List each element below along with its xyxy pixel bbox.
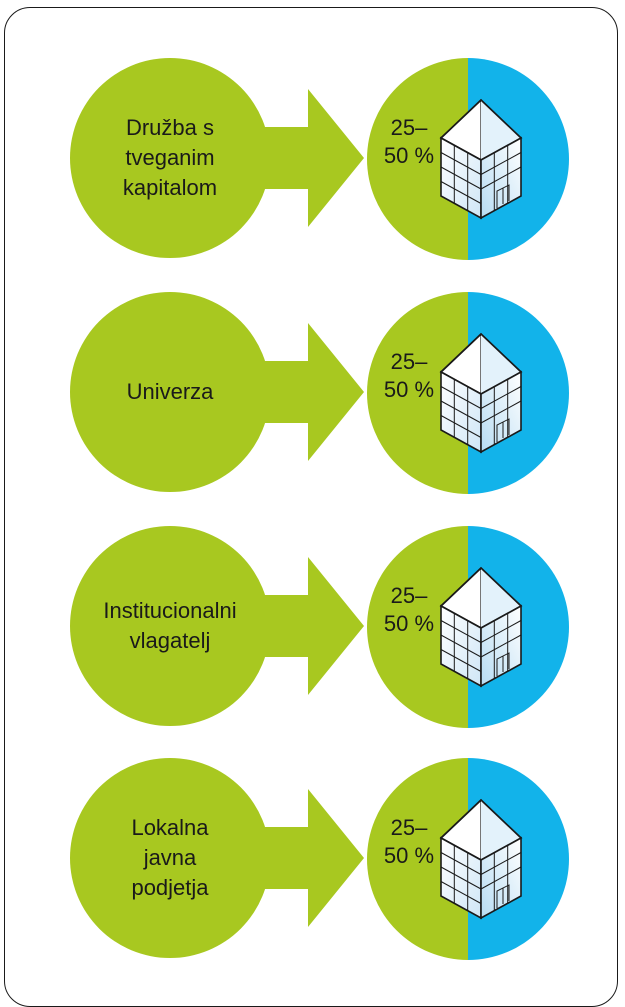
ownership-row: Družba s tveganim kapitalom 25– 50 % bbox=[0, 58, 625, 260]
entity-circle: Družba s tveganim kapitalom bbox=[70, 58, 270, 258]
entity-label: Institucionalni vlagatelj bbox=[103, 598, 237, 653]
entity-circle: Univerza bbox=[70, 292, 270, 492]
share-percentage: 25– 50 % bbox=[383, 583, 435, 636]
entity-circle: Lokalna javna podjetja bbox=[70, 758, 270, 958]
entity-label: Lokalna javna podjetja bbox=[131, 815, 209, 900]
ownership-row: Institucionalni vlagatelj 25– 50 % bbox=[0, 526, 625, 728]
ownership-row: Lokalna javna podjetja 25– 50 % bbox=[0, 758, 625, 960]
right-arrow-icon bbox=[240, 89, 364, 227]
building-icon bbox=[439, 798, 523, 920]
entity-label: Univerza bbox=[126, 379, 214, 404]
entity-circle: Institucionalni vlagatelj bbox=[70, 526, 270, 726]
building-icon bbox=[439, 98, 523, 220]
right-arrow-icon bbox=[240, 557, 364, 695]
entity-label: Družba s tveganim kapitalom bbox=[122, 115, 218, 200]
ownership-row: Univerza 25– 50 % bbox=[0, 292, 625, 494]
right-arrow-icon bbox=[240, 789, 364, 927]
share-percentage: 25– 50 % bbox=[383, 115, 435, 168]
share-percentage: 25– 50 % bbox=[383, 349, 435, 402]
share-percentage: 25– 50 % bbox=[383, 815, 435, 868]
right-arrow-icon bbox=[240, 323, 364, 461]
building-icon bbox=[439, 332, 523, 454]
building-icon bbox=[439, 566, 523, 688]
